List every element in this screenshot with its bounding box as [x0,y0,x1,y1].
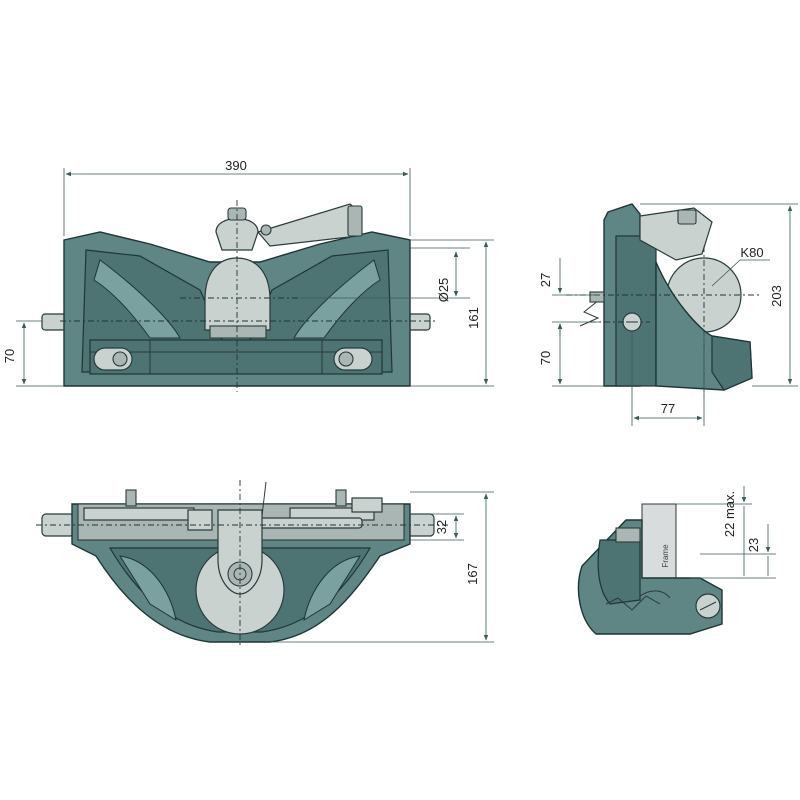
dim-22max-label: 22 max. [722,491,737,537]
frame-member [641,503,677,579]
detail-view: Frame 22 max. 23 [577,486,776,635]
lower-rail [89,339,383,375]
front-view: 390 70 Ø25 161 [2,158,494,392]
dim-32-label: 32 [434,520,449,534]
side-body-column [615,235,657,387]
dim-70-front-label: 70 [2,349,17,363]
dim-203-label: 203 [769,285,784,307]
right-pin [407,313,431,331]
top-lock-knob [215,218,259,251]
dim-77-label: 77 [661,401,675,416]
coupling-ball [204,257,271,331]
frame-label: Frame [661,544,670,568]
left-pin [41,313,67,331]
dim-390-label: 390 [225,158,247,173]
right-rib [293,259,381,339]
dim-27-label: 27 [538,273,553,287]
dim-dia25-label: Ø25 [436,278,451,303]
top-view: 32 167 [36,480,494,646]
dim-23-label: 23 [746,538,761,552]
side-view: K80 27 70 203 77 [538,203,798,426]
dim-k80-label: K80 [740,245,763,260]
left-rib [93,259,181,339]
dim-161-label: 161 [466,307,481,329]
dim-167-label: 167 [465,563,480,585]
ball-base [209,325,267,339]
dim-70-side-label: 70 [538,351,553,365]
